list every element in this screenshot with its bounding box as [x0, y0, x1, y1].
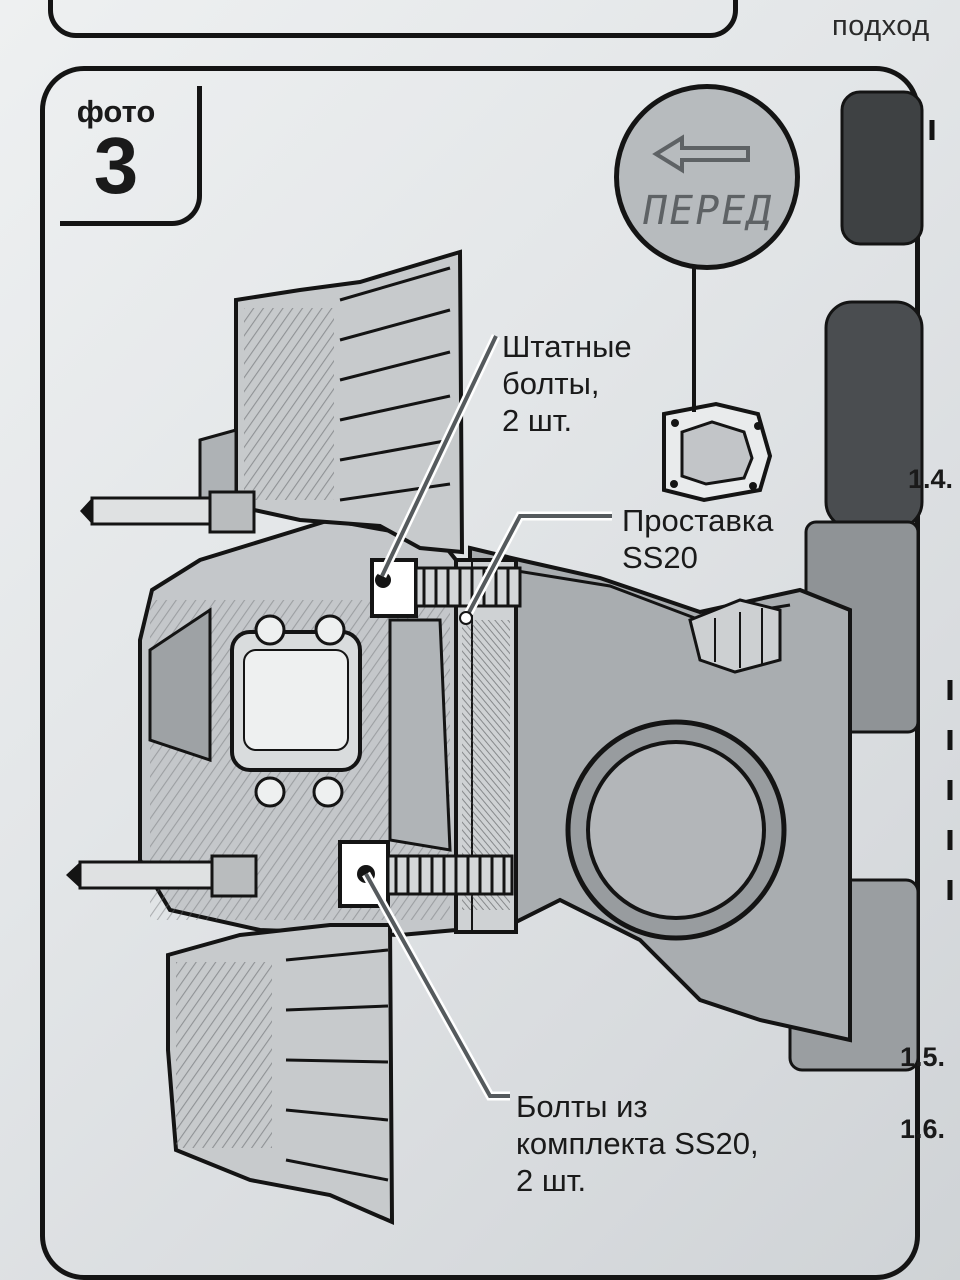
booster-body	[138, 517, 458, 938]
cut-off-heading: подход	[832, 10, 930, 42]
front-direction-badge	[614, 84, 800, 270]
step-1-6: 1.6.	[900, 1114, 946, 1144]
step-1-5: 1.5.	[900, 1042, 946, 1072]
right-edge-parts	[788, 90, 924, 1072]
standard-bolts-label: Штатные болты, 2 шт.	[502, 329, 632, 438]
studs	[66, 490, 258, 898]
kit-bolt	[338, 840, 514, 908]
upper-reservoir	[198, 249, 465, 555]
kit-bolts-label: Болты из комплекта SS20, 2 шт.	[516, 1089, 759, 1198]
photo-tag	[60, 86, 202, 226]
leader-lines	[362, 268, 696, 1101]
step-1-4: 1.4.	[908, 464, 954, 494]
pedal-bracket	[468, 545, 852, 1043]
lower-reservoir	[166, 923, 395, 1226]
photo-tag-word: фото	[76, 94, 156, 129]
arrow-left-icon	[652, 134, 750, 174]
gasket-icon	[662, 401, 773, 503]
front-direction-label: ПЕРЕД	[638, 188, 778, 234]
spacer-label: Проставка SS20	[622, 503, 774, 575]
margin-ticks	[929, 120, 953, 900]
photo-tag-number: 3	[93, 121, 139, 210]
standard-bolt	[370, 558, 522, 618]
previous-frame-edge	[48, 0, 738, 38]
